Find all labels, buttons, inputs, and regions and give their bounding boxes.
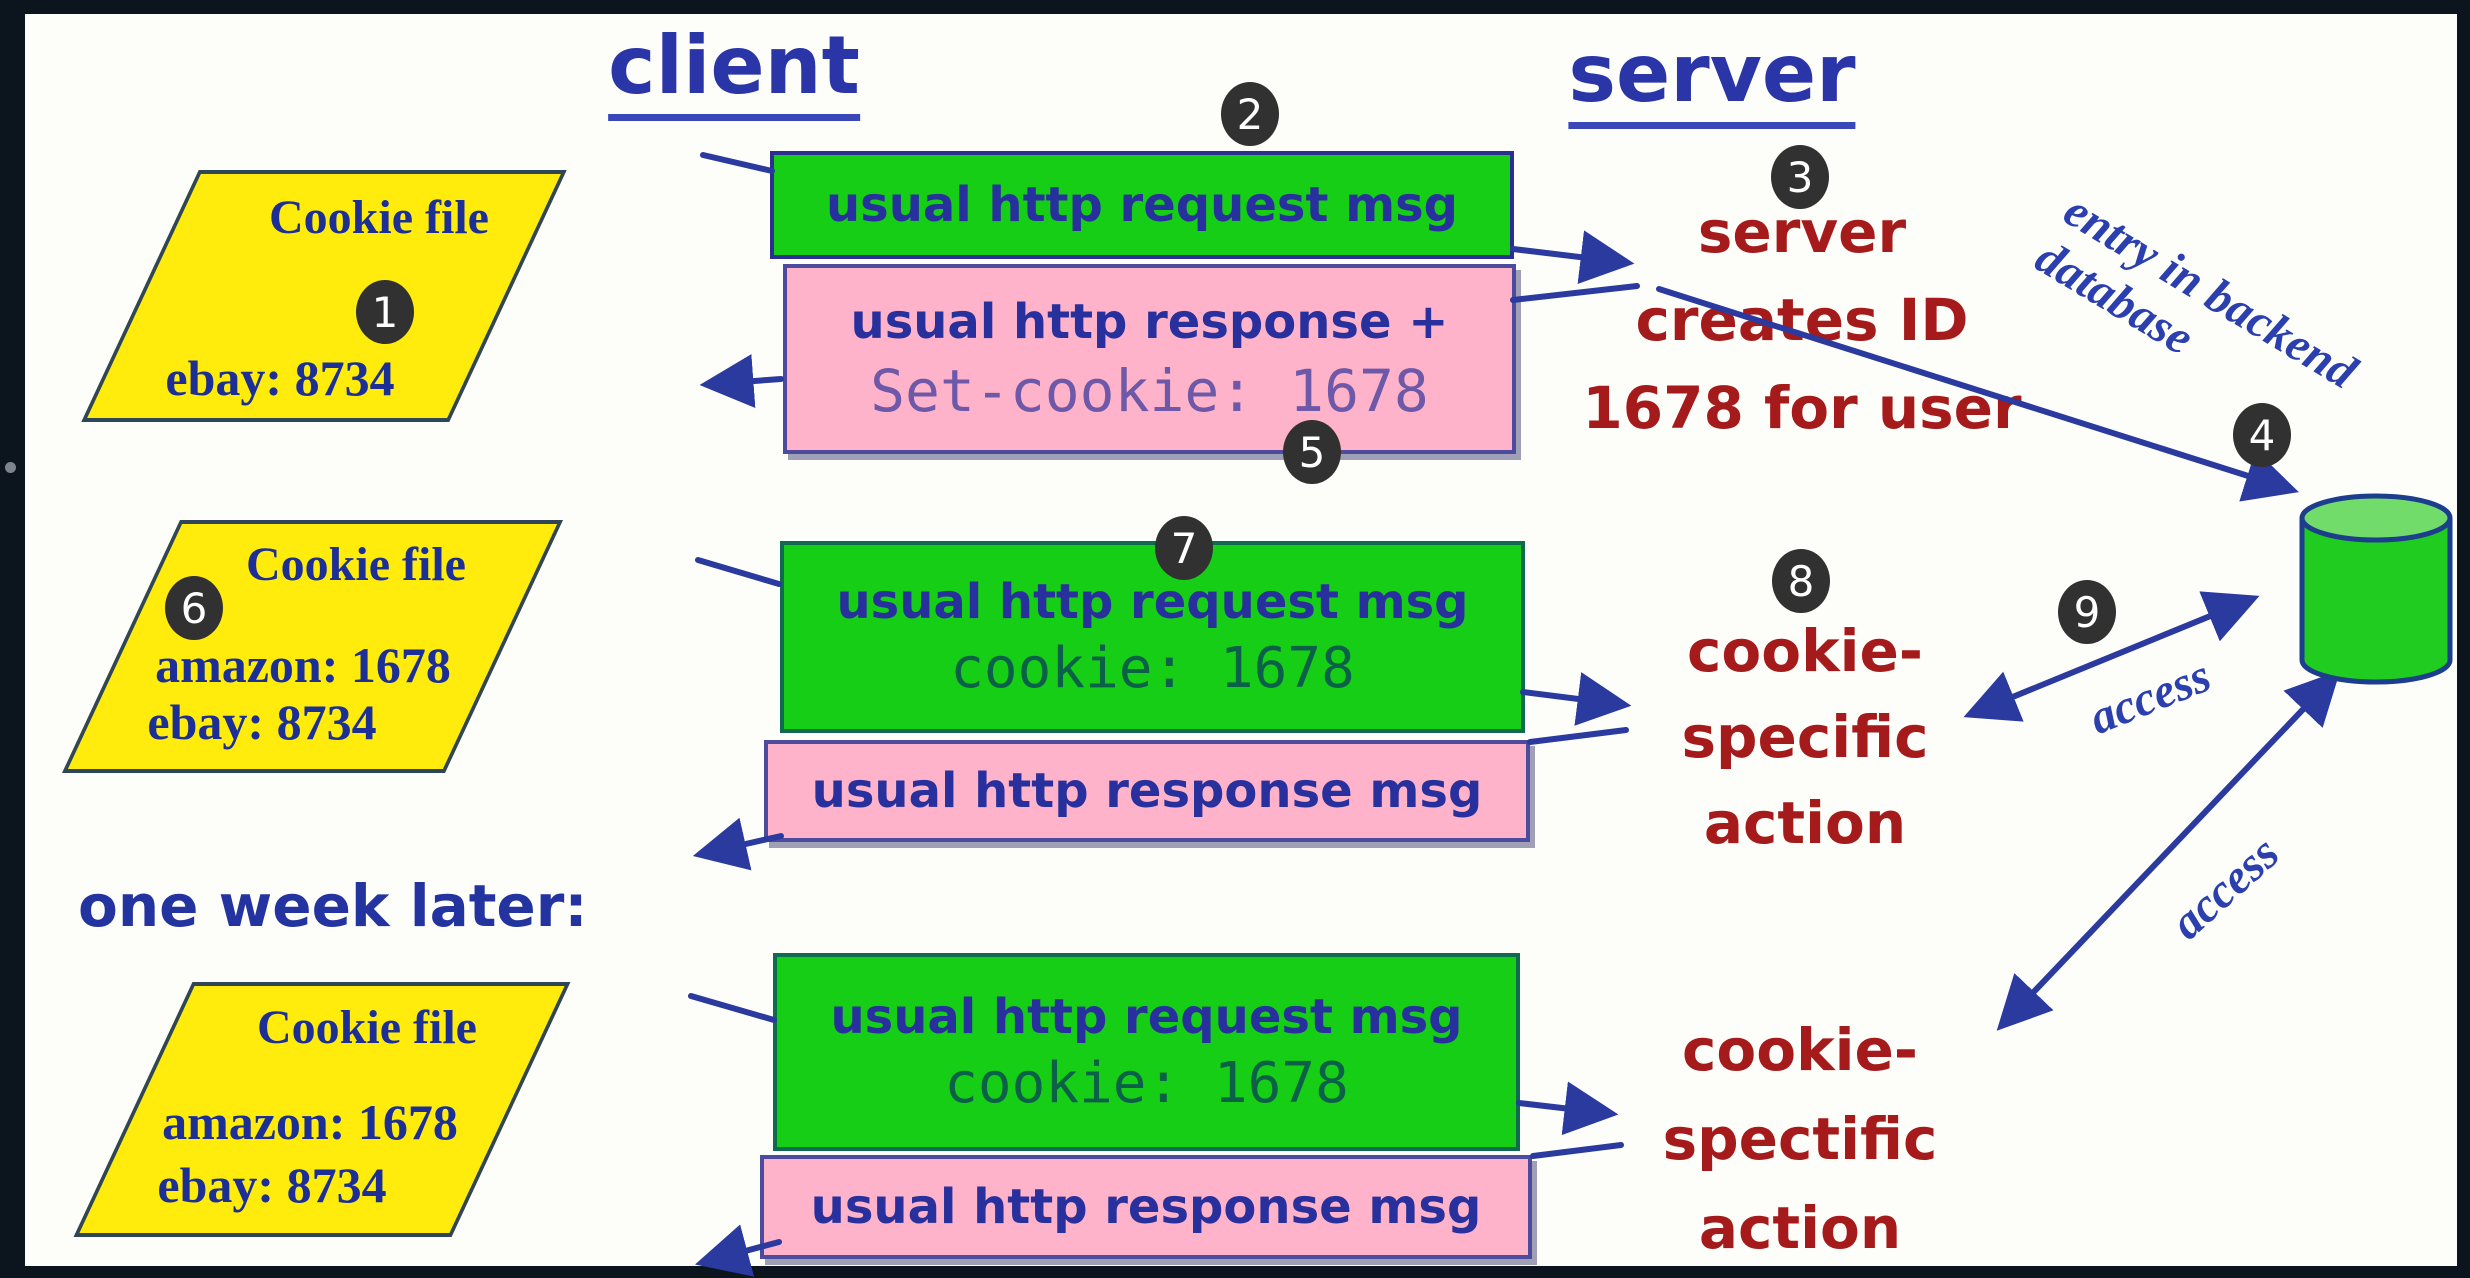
- http-response-box-1: usual http response + Set-cookie: 1678: [783, 264, 1516, 454]
- http-request-box-2: usual http request msg cookie: 1678: [780, 541, 1525, 733]
- http-request-box-3: usual http request msg cookie: 1678: [773, 953, 1520, 1151]
- step-badge-5: 5: [1283, 420, 1341, 484]
- cookie-header-text-2: cookie: 1678: [950, 636, 1355, 702]
- step-badge-8: 8: [1772, 549, 1830, 613]
- step-badge-7: 7: [1155, 516, 1213, 580]
- cookie-header-text-3: cookie: 1678: [944, 1051, 1349, 1117]
- step-badge-1: 1: [356, 280, 414, 344]
- step-badge-3: 3: [1771, 145, 1829, 209]
- one-week-later-label: one week later:: [78, 872, 588, 940]
- http-response-text-3: usual http response msg: [810, 1178, 1482, 1235]
- screen-artifact-dot: [5, 462, 16, 473]
- cookie-file-title-1: Cookie file: [269, 191, 489, 244]
- http-request-text-1: usual http request msg: [825, 176, 1459, 233]
- http-response-box-2: usual http response msg: [764, 740, 1530, 842]
- step-badge-6: 6: [165, 576, 223, 640]
- cookie-file-entry: amazon: 1678: [162, 1094, 458, 1150]
- cookie-file-entry: ebay: 8734: [147, 694, 377, 750]
- step-badge-4: 4: [2233, 403, 2291, 467]
- http-request-text-3: usual http request msg: [830, 988, 1463, 1045]
- http-request-text-2: usual http request msg: [836, 573, 1469, 630]
- set-cookie-text: Set-cookie: 1678: [870, 357, 1429, 426]
- cookie-file-entry: ebay: 8734: [157, 1157, 387, 1213]
- http-response-box-3: usual http response msg: [760, 1155, 1532, 1259]
- cookie-file-title-2: Cookie file: [246, 538, 466, 591]
- http-response-text-1: usual http response +: [850, 294, 1449, 351]
- client-heading: client: [608, 26, 860, 121]
- server-creates-id-note: server creates ID 1678 for user: [1582, 198, 2022, 442]
- cookie-file-title-3: Cookie file: [257, 1001, 477, 1054]
- cookie-file-entry: ebay: 8734: [165, 350, 395, 406]
- http-request-box-1: usual http request msg: [770, 151, 1514, 259]
- step-badge-9: 9: [2058, 580, 2116, 644]
- server-heading: server: [1568, 34, 1856, 129]
- cookie-specific-action-note-2: cookie- spectific action: [1662, 1016, 1938, 1262]
- cookie-file-entry: amazon: 1678: [155, 637, 451, 693]
- step-badge-2: 2: [1221, 82, 1279, 146]
- http-response-text-2: usual http response msg: [811, 762, 1483, 819]
- cookie-specific-action-note-1: cookie- specific action: [1681, 617, 1929, 857]
